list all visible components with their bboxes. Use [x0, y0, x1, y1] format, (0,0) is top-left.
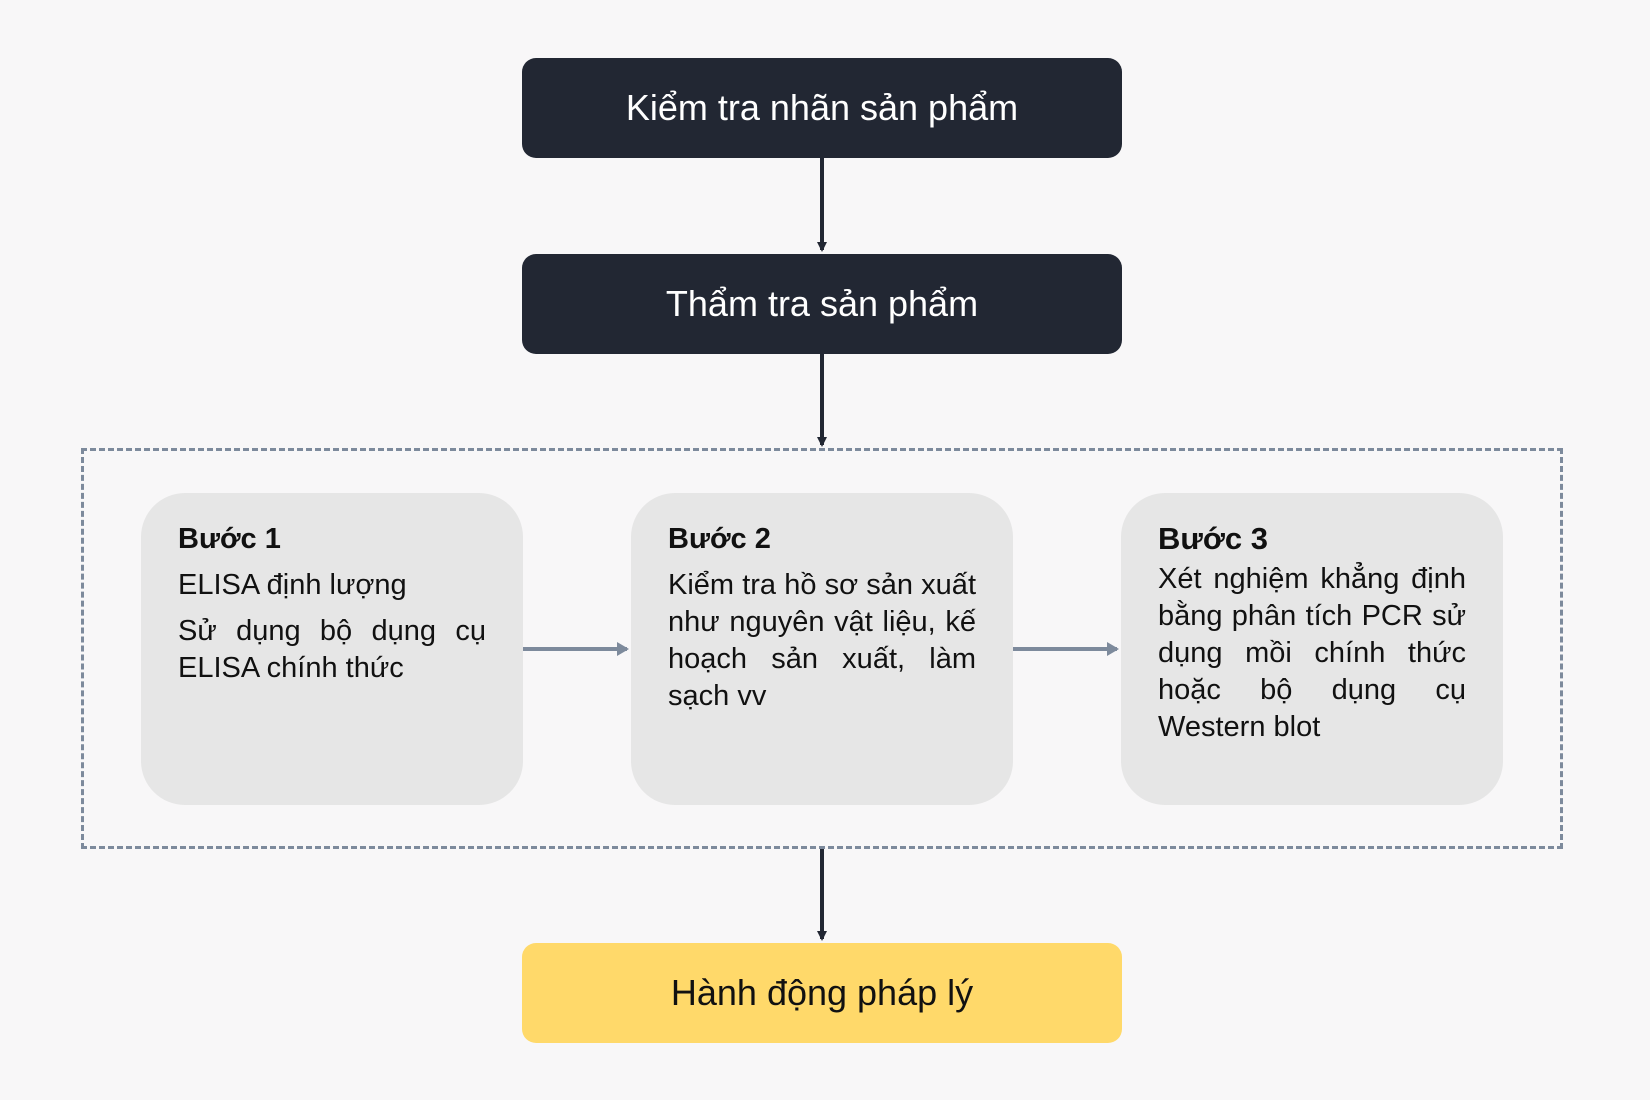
- step-1-title: Bước 1: [178, 523, 281, 555]
- step-1-line-1: ELISA định lượng: [178, 569, 407, 601]
- legal-action-text: Hành động pháp lý: [670, 972, 974, 1013]
- step-card-2: Bước 2 Kiểm tra hồ sơ sản xuất như nguyê…: [631, 493, 1013, 805]
- step-2-title: Bước 2: [668, 523, 771, 555]
- steps-group-frame: [81, 448, 1563, 849]
- label-check-text: Kiểm tra nhãn sản phẩm: [625, 87, 1019, 128]
- label-check-node: Kiểm tra nhãn sản phẩm: [522, 58, 1122, 158]
- step-3-description: Xét nghiệm khẳng định bằng phân tích PCR…: [1158, 563, 1466, 743]
- legal-action-node: Hành động pháp lý: [522, 943, 1122, 1043]
- step-3-title: Bước 3: [1158, 521, 1268, 556]
- verification-text: Thẩm tra sản phẩm: [665, 283, 979, 324]
- verification-node: Thẩm tra sản phẩm: [522, 254, 1122, 354]
- step-2-description: Kiểm tra hồ sơ sản xuất như nguyên vật l…: [668, 569, 976, 712]
- step-card-1: Bước 1 ELISA định lượng Sử dụng bộ dụng …: [141, 493, 523, 805]
- step-1-line-2: Sử dụng bộ dụng cụ ELISA chính thức: [178, 615, 486, 684]
- step-card-3: Bước 3 Xét nghiệm khẳng định bằng phân t…: [1121, 493, 1503, 805]
